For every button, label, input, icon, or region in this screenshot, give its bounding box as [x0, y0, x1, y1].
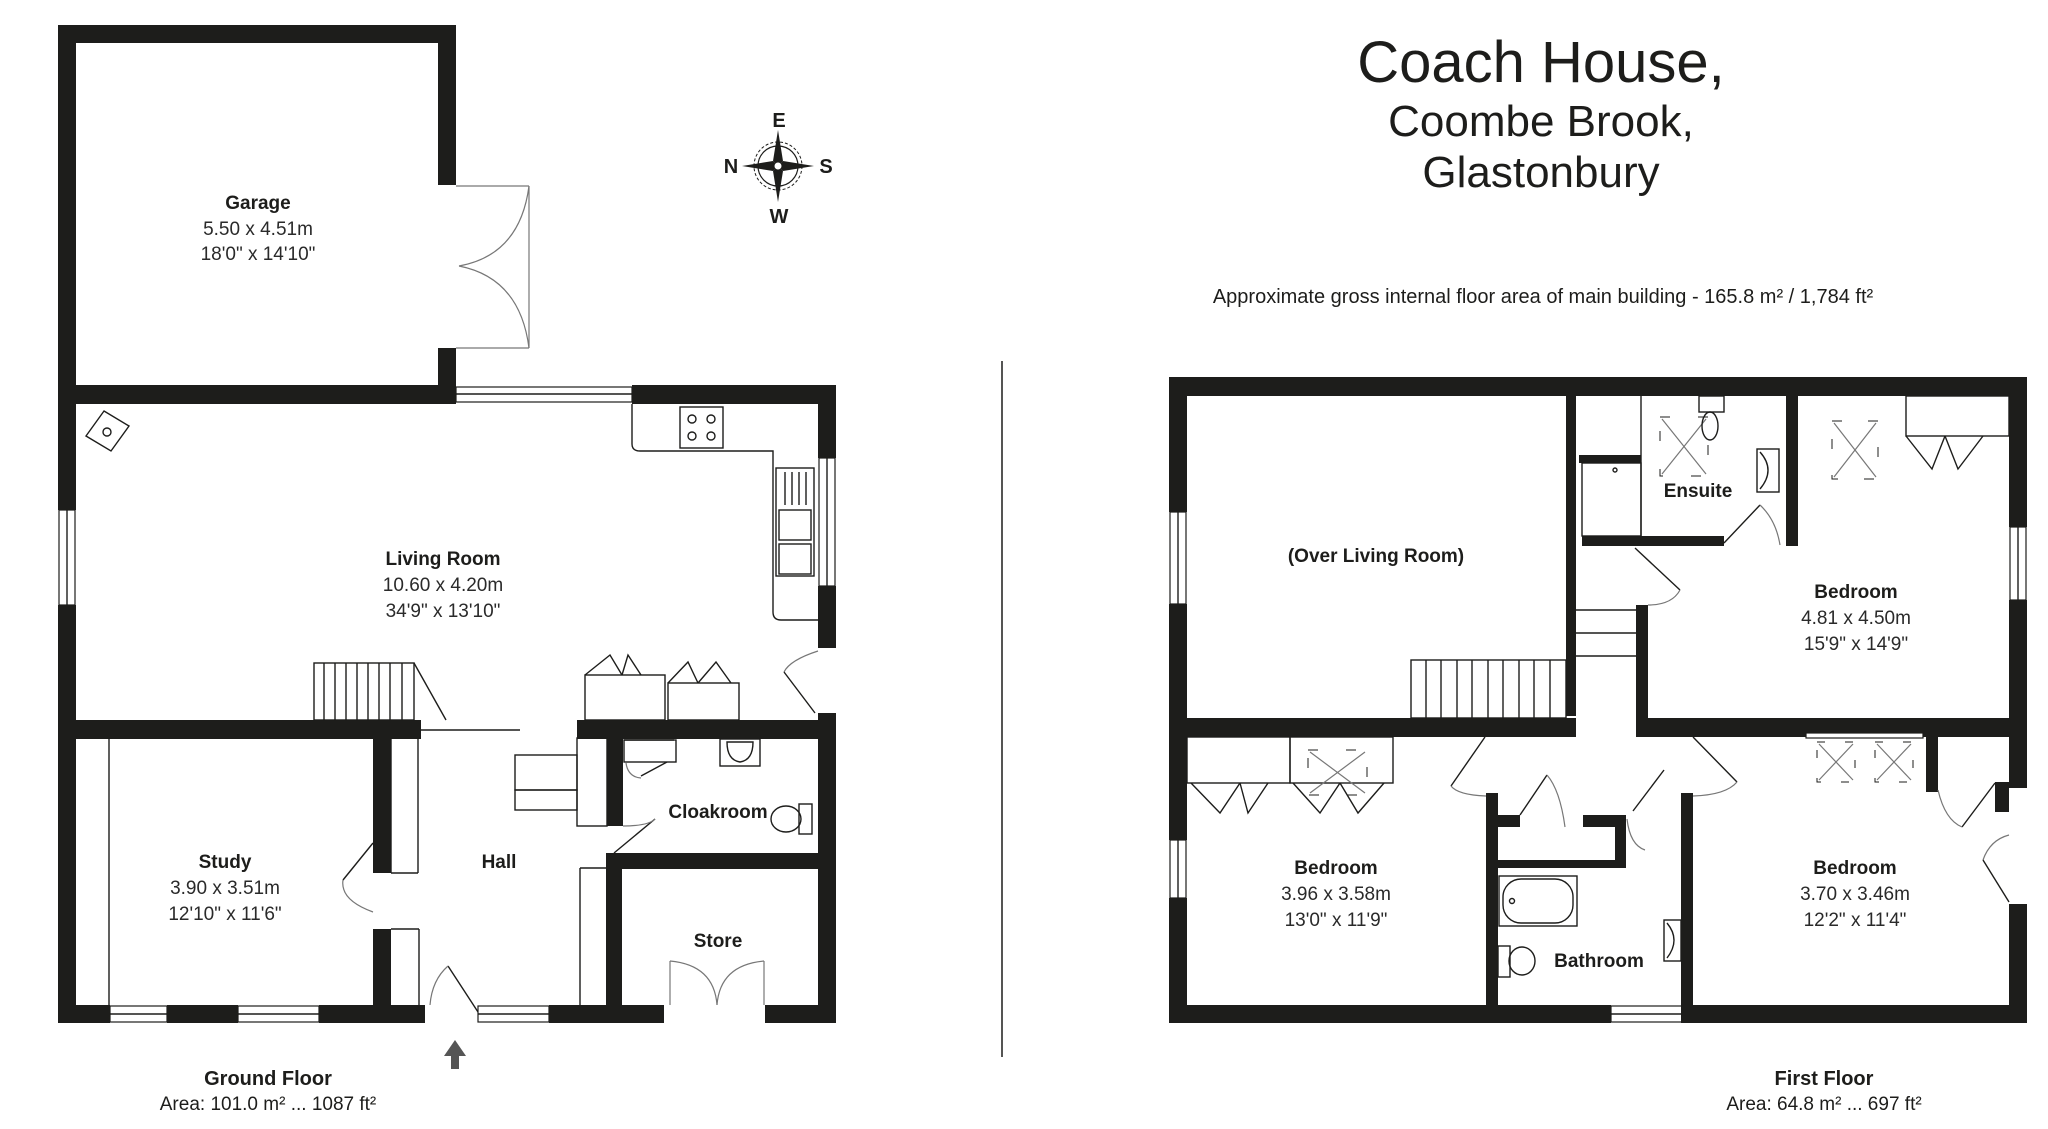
room-metric-study: 3.90 x 3.51m: [170, 878, 280, 899]
room-name-store: Store: [694, 931, 743, 952]
kitchen-units: [631, 404, 818, 621]
compass-icon: E N S W: [724, 110, 833, 228]
staircase-first: [1410, 659, 1567, 719]
property-name: Coach House,: [1357, 30, 1725, 95]
room-metric-living: 10.60 x 4.20m: [383, 575, 503, 596]
cupboards-hall: [584, 653, 740, 721]
room-metric-bedroom2: 3.96 x 3.58m: [1281, 884, 1391, 905]
skylight-icon: [1874, 741, 1914, 783]
room-name-bathroom: Bathroom: [1554, 951, 1644, 972]
skylight-icon: [1307, 749, 1368, 796]
skylight-icon: [1659, 416, 1709, 477]
room-imperial-study: 12'10" x 11'6": [168, 904, 281, 925]
room-name-cloakroom: Cloakroom: [668, 802, 767, 823]
room-imperial-bedroom3: 12'2" x 11'4": [1804, 910, 1907, 931]
room-name-bedroom3: Bedroom: [1813, 858, 1896, 879]
property-town: Glastonbury: [1422, 148, 1659, 197]
garage-walls: [58, 25, 456, 390]
entrance-arrow-icon: [444, 1040, 466, 1069]
room-name-hall: Hall: [482, 852, 517, 873]
room-metric-bedroom3: 3.70 x 3.46m: [1800, 884, 1910, 905]
room-name-bedroom2: Bedroom: [1294, 858, 1377, 879]
compass-label-right: S: [819, 156, 832, 178]
room-imperial-bedroom1: 15'9" x 14'9": [1804, 634, 1908, 655]
wood-burner-icon: [84, 410, 131, 452]
room-metric-bedroom1: 4.81 x 4.50m: [1801, 608, 1911, 629]
first-floor-label: First Floor: [1775, 1068, 1874, 1090]
first-floor-area: Area: 64.8 m² ... 697 ft²: [1726, 1094, 1921, 1115]
property-street: Coombe Brook,: [1388, 97, 1694, 146]
room-name-bedroom1: Bedroom: [1814, 582, 1897, 603]
staircase-hall: [514, 737, 608, 827]
gross-area-text: Approximate gross internal floor area of…: [1213, 286, 1874, 308]
room-name-living: Living Room: [385, 549, 500, 570]
garage-doors: [456, 185, 530, 349]
ground-floor-plan: [58, 25, 836, 1069]
compass-label-bottom: W: [770, 206, 789, 228]
room-name-ensuite: Ensuite: [1664, 481, 1733, 502]
room-imperial-bedroom2: 13'0" x 11'9": [1285, 910, 1388, 931]
staircase-ground: [313, 662, 447, 721]
first-floor-plan: [1169, 377, 2027, 1023]
room-metric-garage: 5.50 x 4.51m: [203, 219, 313, 240]
compass-label-top: E: [772, 110, 785, 132]
room-name-garage: Garage: [225, 193, 290, 214]
room-name-over-living: (Over Living Room): [1288, 546, 1464, 567]
compass-label-left: N: [724, 156, 738, 178]
ground-floor-area: Area: 101.0 m² ... 1087 ft²: [160, 1094, 377, 1115]
skylight-icon: [1831, 420, 1879, 480]
room-imperial-garage: 18'0" x 14'10": [201, 244, 316, 265]
skylight-icon: [1816, 741, 1856, 783]
ground-floor-label: Ground Floor: [204, 1068, 332, 1090]
room-name-study: Study: [199, 852, 252, 873]
room-imperial-living: 34'9" x 13'10": [386, 601, 501, 622]
